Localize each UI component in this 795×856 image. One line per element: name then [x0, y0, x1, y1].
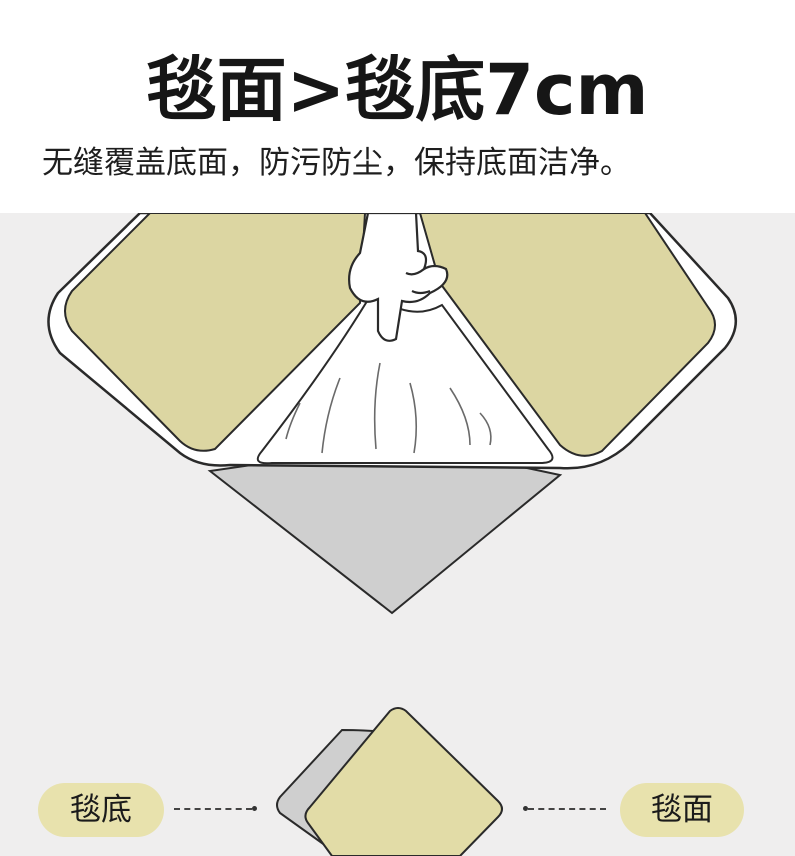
page-title: 毯面>毯底7cm [146, 49, 649, 131]
cover-wrinkles [285, 362, 492, 454]
rug-illustration [47, 213, 737, 615]
hand-illustration [348, 213, 449, 342]
label-rug-bottom: 毯底 [38, 783, 164, 837]
label-rug-face: 毯面 [620, 783, 744, 837]
layer-top-icon [304, 707, 503, 856]
page-subtitle: 无缝覆盖底面，防污防尘，保持底面洁净。 [42, 145, 631, 181]
leader-dot-left [252, 806, 257, 811]
leader-line-left [174, 808, 252, 810]
rug-face-left [64, 213, 367, 452]
rug-bottom-shape [207, 457, 563, 615]
illustration-stage [0, 213, 795, 856]
leader-dot-right [523, 806, 528, 811]
lifted-cover [256, 291, 554, 465]
rug-layers-icon [276, 707, 503, 856]
leader-line-right [528, 808, 606, 810]
header: 毯面>毯底7cm 无缝覆盖底面，防污防尘，保持底面洁净。 [0, 0, 795, 213]
rug-face-right [418, 213, 716, 457]
